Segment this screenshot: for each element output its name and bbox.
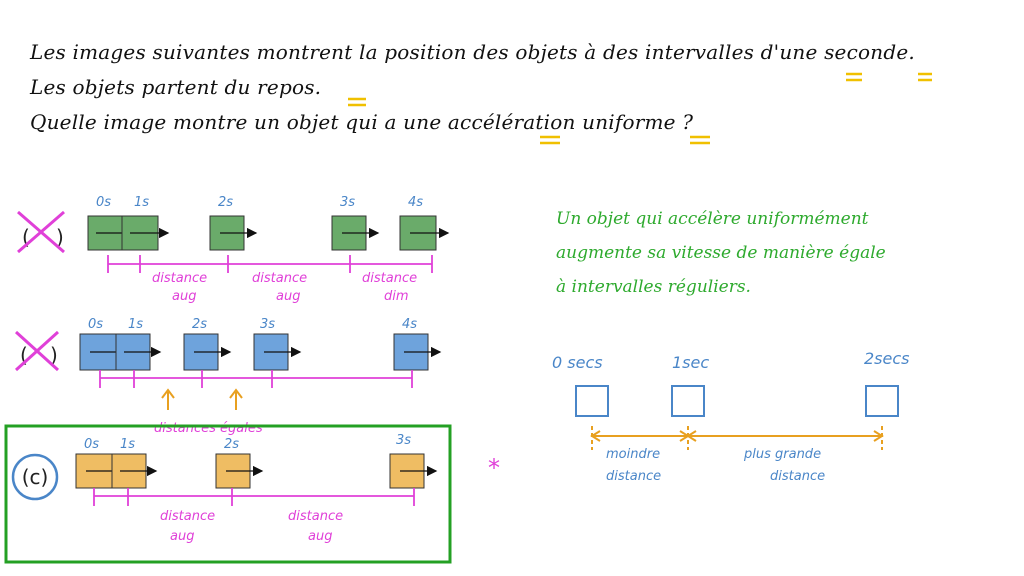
row-c-label: (c)	[22, 465, 49, 489]
example-arrowhead-right-start	[686, 430, 697, 442]
row-c-label-circle	[11, 453, 59, 501]
row-a-label-3-top: distance	[362, 271, 417, 286]
example-left-label-bottom: distance	[606, 469, 661, 484]
row-b-orange-arrowhead-1	[161, 388, 175, 399]
row-a: ( ) 0s 1s 2s 3s 4s distance aug distanc	[17, 195, 450, 304]
note-line-1: Un objet qui accélère uniformément	[556, 209, 869, 229]
row-b-orange-arrowhead-2	[229, 388, 243, 399]
row-b-equal-label: distances égales	[154, 421, 263, 436]
row-a-time-4: 4s	[408, 195, 423, 210]
example-right-label-top: plus grande	[743, 447, 821, 462]
row-c-label-2-bottom: aug	[308, 529, 332, 544]
row-a-time-3: 3s	[340, 195, 355, 210]
row-c-star-mark: *	[488, 454, 500, 482]
row-a-label-1-bottom: aug	[172, 289, 196, 304]
example-box-0	[575, 385, 609, 417]
row-b-time-1: 1s	[128, 317, 143, 332]
row-c-time-2: 2s	[224, 437, 239, 452]
row-c-label-2-top: distance	[288, 509, 343, 524]
row-a-label-3-bottom: dim	[384, 289, 409, 304]
row-b-time-0: 0s	[88, 317, 103, 332]
row-b-distance-lines	[99, 370, 413, 388]
row-b-cross-stroke-2	[14, 330, 60, 372]
row-b: ( ) 0s 1s 2s 3s 4s	[14, 317, 442, 436]
row-a-time-1: 1s	[134, 195, 149, 210]
question-line-2: Les objets partent du repos.	[30, 75, 322, 99]
row-c-label-1-top: distance	[160, 509, 215, 524]
row-b-orange-arrows	[161, 388, 243, 410]
question-line-3: Quelle image montre un objet qui a une a…	[30, 110, 694, 134]
example-arrowhead-right-end	[873, 430, 884, 442]
row-a-label-paren: (	[22, 225, 30, 249]
row-b-label-paren-close: )	[50, 343, 58, 367]
row-b-crossed-label: ( )	[14, 330, 60, 372]
row-c-distance-lines	[93, 488, 415, 506]
example-time-1: 1sec	[672, 353, 709, 372]
row-a-cross-stroke-2	[17, 210, 65, 254]
example-left-label-top: moindre	[606, 447, 660, 462]
example-timeline: 0 secs 1sec 2secs moindre distance plus …	[552, 349, 910, 484]
example-time-2: 2secs	[864, 349, 910, 368]
question-line-1: Les images suivantes montrent la positio…	[30, 40, 915, 64]
row-c-time-1: 1s	[120, 437, 135, 452]
note-line-2: augmente sa vitesse de manière égale	[556, 243, 886, 263]
example-time-0: 0 secs	[552, 353, 603, 372]
row-a-distance-lines	[107, 255, 433, 273]
example-arrowhead-left-start	[590, 430, 601, 442]
row-b-label-paren: (	[20, 343, 28, 367]
note-line-3: à intervalles réguliers.	[556, 277, 751, 297]
example-box-1	[671, 385, 705, 417]
row-b-time-2: 2s	[192, 317, 207, 332]
row-a-label-2-bottom: aug	[276, 289, 300, 304]
example-distance-lines	[590, 426, 884, 450]
row-c: (c) 0s 1s 2s 3s distance aug distance au…	[11, 433, 500, 544]
row-b-time-3: 3s	[260, 317, 275, 332]
row-c-time-0: 0s	[84, 437, 99, 452]
row-a-crossed-label: ( )	[17, 210, 65, 254]
row-a-label-2-top: distance	[252, 271, 307, 286]
uniform-acceleration-note: Un objet qui accélère uniformément augme…	[556, 209, 886, 297]
row-a-label-1-top: distance	[152, 271, 207, 286]
example-box-2	[865, 385, 899, 417]
row-b-time-4: 4s	[402, 317, 417, 332]
row-c-answer-frame	[4, 424, 452, 564]
highlight-marks	[348, 72, 932, 145]
row-c-label-1-bottom: aug	[170, 529, 194, 544]
example-right-label-bottom: distance	[770, 469, 825, 484]
row-a-time-0: 0s	[96, 195, 111, 210]
row-c-time-3: 3s	[396, 433, 411, 448]
row-a-time-2: 2s	[218, 195, 233, 210]
row-a-label-paren-close: )	[56, 225, 64, 249]
